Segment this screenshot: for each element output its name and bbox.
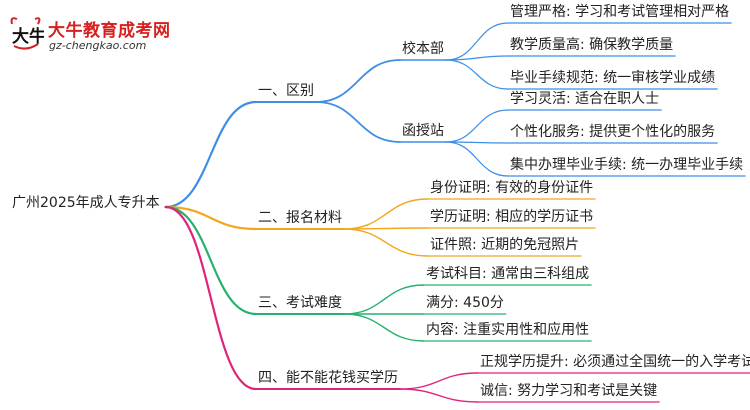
leaf-centralized-graduation: 集中办理毕业手续: 统一办理毕业手续 <box>510 157 744 173</box>
connector-root-b2 <box>164 205 258 316</box>
connector-b1i0 <box>343 198 429 230</box>
branch-application-materials: 二、报名材料 <box>258 210 342 226</box>
branch-differences: 一、区别 <box>258 83 314 99</box>
connector-root-b3 <box>164 205 258 391</box>
leaf-graduation-procedure: 毕业手续规范: 统一审核学业成绩 <box>510 70 716 86</box>
leaf-strict-management: 管理严格: 学习和考试管理相对严格 <box>510 4 730 20</box>
connector-b0g0i1 <box>445 55 509 61</box>
logo-url: gz-chengkao.com <box>49 39 147 52</box>
leaf-flexible-study: 学习灵活: 适合在职人士 <box>510 91 660 107</box>
connector-b2i2 <box>343 313 425 342</box>
leaf-formal-upgrade: 正规学历提升: 必须通过全国统一的入学考试 <box>480 354 750 370</box>
leaf-id-proof: 身份证明: 有效的身份证件 <box>430 180 594 196</box>
connector-b0g0i2 <box>445 59 509 90</box>
connector-b0g0 <box>315 59 401 103</box>
branch-buy-degree: 四、能不能花钱买学历 <box>258 370 398 386</box>
leaf-personalized-service: 个性化服务: 提供更个性化的服务 <box>510 124 716 140</box>
leaf-education-proof: 学历证明: 相应的学历证书 <box>430 209 594 225</box>
group-main-campus: 校本部 <box>402 41 444 57</box>
leaf-teaching-quality: 教学质量高: 确保教学质量 <box>510 37 674 53</box>
connector-b0g1 <box>315 101 401 143</box>
connector-b1i1 <box>343 227 429 230</box>
connector-b0g0i0 <box>445 22 509 61</box>
branch-exam-difficulty: 三、考试难度 <box>258 295 342 311</box>
connector-b3i0 <box>399 372 479 390</box>
connector-b1i2 <box>343 228 429 257</box>
leaf-content: 内容: 注重实用性和应用性 <box>426 322 590 338</box>
bull-logo-icon: 大牛 <box>10 17 46 50</box>
connector-root-b1 <box>164 205 258 231</box>
connector-b3i1 <box>399 388 479 403</box>
leaf-exam-subjects: 考试科目: 通常由三科组成 <box>426 266 590 282</box>
logo-mark: 大牛 <box>12 26 44 47</box>
leaf-full-score: 满分: 450分 <box>426 295 504 311</box>
logo-title: 大牛教育成考网 <box>48 21 171 41</box>
leaf-photo: 证件照: 近期的免冠照片 <box>430 237 580 253</box>
connector-b0g1i0 <box>445 109 509 143</box>
connector-root-b0 <box>164 100 258 209</box>
site-logo: 大牛 大牛教育成考网 gz-chengkao.com <box>8 14 198 54</box>
connector-b2i0 <box>343 284 425 315</box>
root-topic: 广州2025年成人专升本 <box>12 195 160 211</box>
group-correspondence-station: 函授站 <box>402 123 444 139</box>
connector-b0g1i2 <box>445 141 509 177</box>
leaf-integrity: 诚信: 努力学习和考试是关键 <box>480 383 658 399</box>
